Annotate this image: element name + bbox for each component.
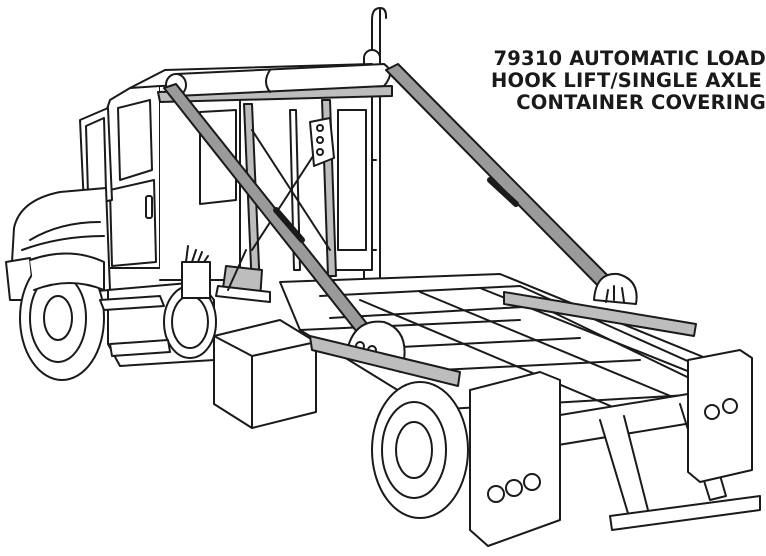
- tail-lights-icon: [704, 398, 738, 420]
- mud-flap-icon: [469, 349, 753, 547]
- caption-line-1: 79310 AUTOMATIC LOAD: [493, 47, 766, 70]
- rear-wheel-icon: [371, 381, 469, 519]
- fuel-tank-icon: [99, 245, 217, 367]
- pivot-plate-icon: [309, 272, 697, 387]
- caption-line-3: CONTAINER COVERING: [516, 91, 766, 114]
- front-wheel-icon: [19, 252, 105, 381]
- battery-box-icon: [213, 319, 317, 429]
- caption-line-2: HOOK LIFT/SINGLE AXLE: [490, 69, 762, 92]
